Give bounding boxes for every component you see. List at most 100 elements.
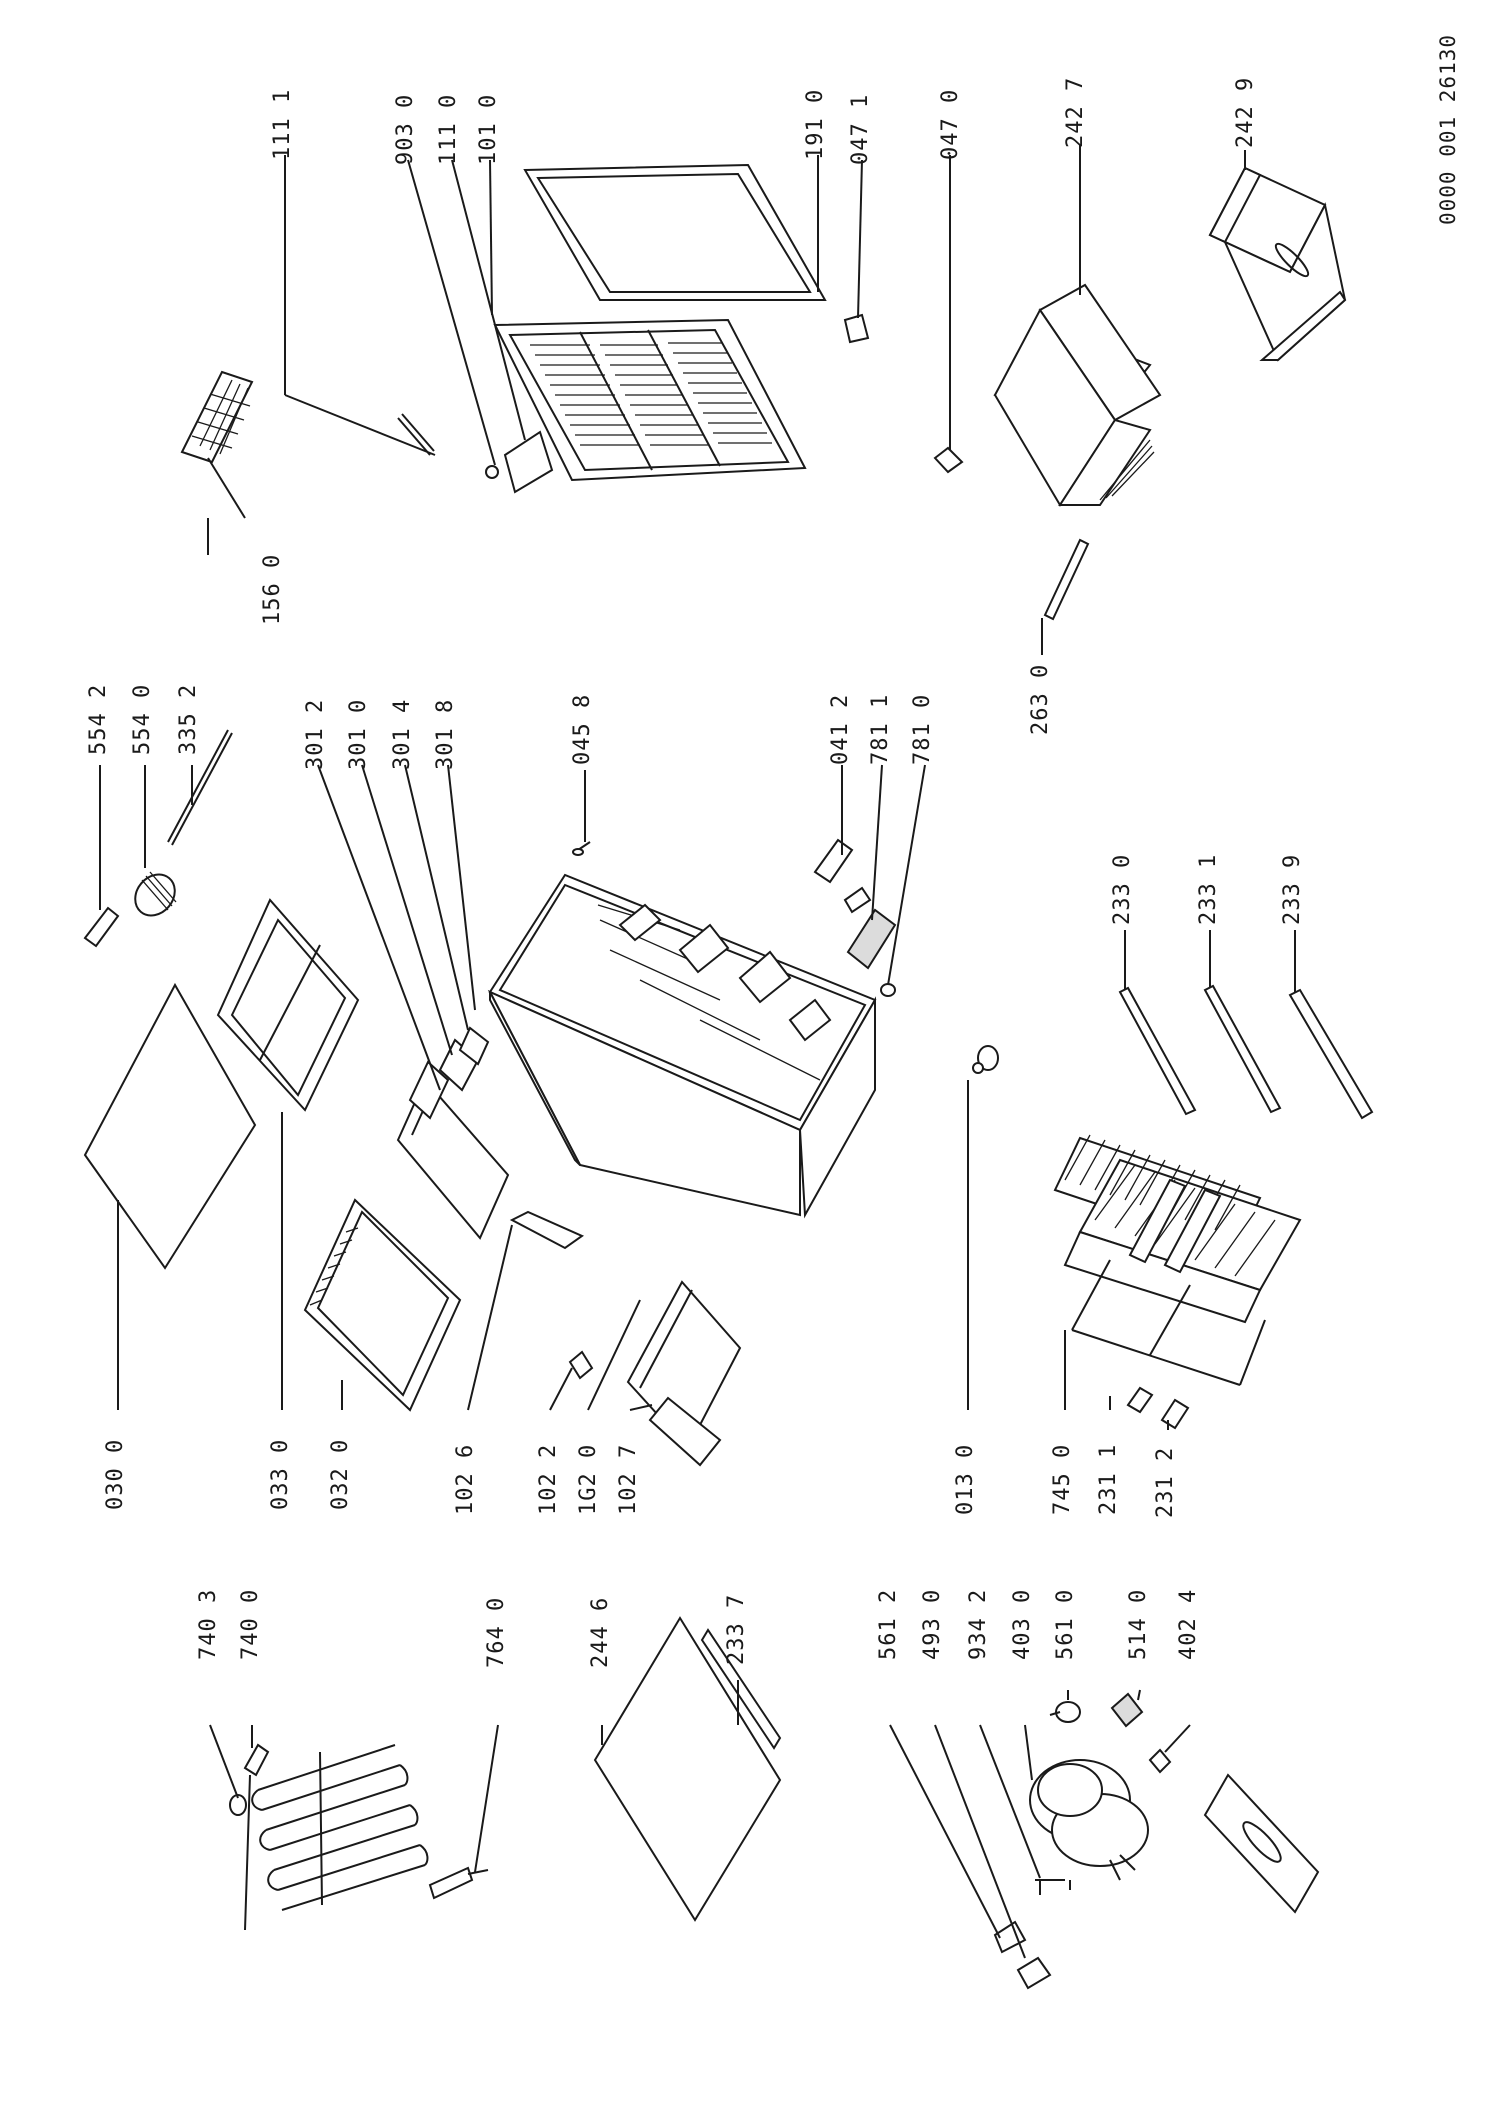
leader-1026 [467,1224,513,1411]
door-gasket [523,163,827,301]
part-label-0320: 032 0 [328,1438,353,1510]
part-label-2429: 242 9 [1233,76,1258,148]
part-label-2311: 231 1 [1096,1443,1121,1515]
leader-3018 [447,764,476,1011]
grommet [1148,1748,1172,1774]
door-stop-pin [933,446,964,474]
lamp-socket [972,1045,999,1074]
part-label-0470: 047 0 [938,88,963,160]
leader-1020 [587,1299,641,1411]
part-label-7403: 740 3 [196,1588,221,1660]
leader-7640 [474,1724,499,1873]
part-label-7400: 740 0 [238,1588,263,1660]
crisper-drawer-upper [993,283,1162,507]
part-label-2331: 233 1 [1196,853,1221,925]
part-label-1020: 1G2 0 [576,1443,601,1515]
door-catch [843,313,870,344]
part-label-2446: 244 6 [588,1596,613,1668]
door-hinge-parts [485,430,554,494]
part-label-7811: 781 1 [868,693,893,765]
leader-4030 [1024,1724,1033,1781]
part-label-5612: 561 2 [876,1588,901,1660]
part-label-0330: 033 0 [268,1438,293,1510]
part-label-3010: 301 0 [346,698,371,770]
leader-1110 [451,159,526,441]
part-label-4024: 402 4 [1176,1588,1201,1660]
crisper-drawer-lower [1208,166,1347,362]
part-label-0471: 047 1 [848,93,873,165]
drawer-rail [1043,538,1090,621]
part-label-1027: 102 7 [616,1443,641,1515]
leader-3010 [361,764,453,1056]
start-capacitor [1049,1701,1081,1723]
part-label-4930: 493 0 [920,1588,945,1660]
part-label-5140: 514 0 [1126,1588,1151,1660]
part-label-5540: 554 0 [130,683,155,755]
door-shelf-brackets [509,1210,742,1467]
part-label-1560: 156 0 [260,553,285,625]
ice-cube-tray [180,370,254,464]
lid-frame [216,898,360,1112]
leader-1111-b [284,394,436,456]
part-label-0412: 041 2 [828,693,853,765]
leader-7403 [209,1724,239,1799]
part-label-2337: 233 7 [724,1593,749,1665]
panel-strip [700,1628,782,1750]
part-label-7810: 781 0 [910,693,935,765]
door-seal-strip [397,413,435,456]
wire-baskets [1053,1134,1302,1386]
leader-3014 [404,764,469,1031]
part-label-7640: 764 0 [484,1596,509,1668]
leader-5612 [889,1724,1001,1939]
part-label-9342: 934 2 [966,1588,991,1660]
shelf-support-bars [396,1026,510,1240]
leader-3012 [317,764,441,1091]
leader-1560 [207,457,246,519]
part-label-5610: 561 0 [1053,1588,1078,1660]
glass-shelf [303,1198,462,1412]
leader-4930 [934,1724,1026,1959]
cabinet-body [487,873,877,1219]
inner-door-panel [493,318,807,482]
part-label-1022: 102 2 [536,1443,561,1515]
part-label-3352: 335 2 [176,683,201,755]
part-label-4030: 403 0 [1010,1588,1035,1660]
back-panel [593,1616,782,1922]
compressor [1029,1759,1149,1895]
leader-1010 [489,159,493,316]
leader-7810 [887,764,926,986]
part-label-2312: 231 2 [1153,1446,1178,1518]
part-label-2339: 233 9 [1280,853,1305,925]
top-cover-panel [83,982,257,1270]
part-label-1026: 102 6 [453,1443,478,1515]
thermostat-knob [572,841,591,856]
part-label-0458: 045 8 [570,693,595,765]
relay-block [1110,1692,1144,1728]
part-label-2330: 233 0 [1110,853,1135,925]
condenser-coil [229,1743,489,1931]
shelf-guide-rails [1118,984,1374,1120]
leader-1022 [549,1367,573,1411]
part-label-9030: 903 0 [393,93,418,165]
part-label-0300: 030 0 [103,1438,128,1510]
leader-7811 [871,764,883,921]
part-label-1910: 191 0 [803,88,828,160]
part-label-2427: 242 7 [1063,76,1088,148]
part-label-3018: 301 8 [433,698,458,770]
leader-9342 [979,1724,1041,1879]
part-label-5542: 554 2 [86,683,111,755]
leader-1027 [629,1404,653,1411]
part-label-3014: 301 4 [390,698,415,770]
part-label-1010: 101 0 [476,93,501,165]
compressor-relay [993,1920,1052,1990]
leader-5140 [1137,1689,1141,1701]
leader-4024 [1164,1724,1191,1753]
part-label-0130: 013 0 [953,1443,978,1515]
leader-9030 [407,159,496,466]
base-plate [1203,1773,1320,1914]
document-id: 0000 001 26130 [1436,33,1460,225]
part-label-1111: 111 1 [270,88,295,160]
part-label-1110: 111 0 [436,93,461,165]
